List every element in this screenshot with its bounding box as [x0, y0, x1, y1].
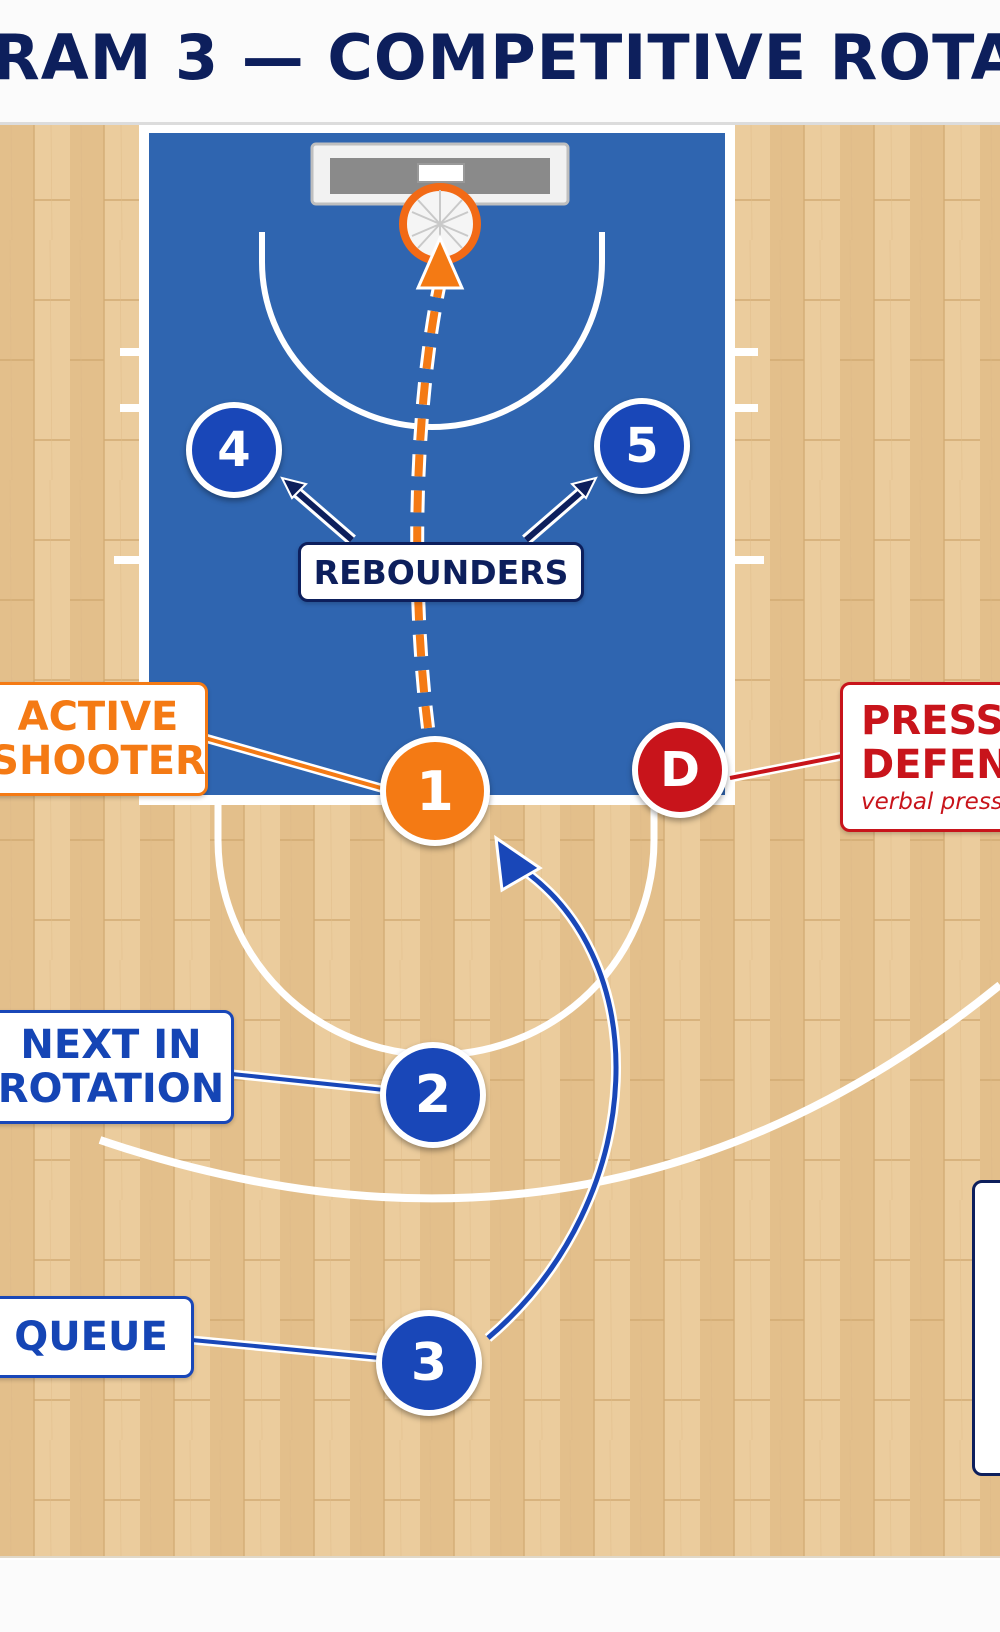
- restricted-arc: [259, 232, 605, 430]
- active-shooter-line1: ACTIVE: [17, 694, 179, 740]
- pressure-defender-label: PRESS DEFEN verbal press: [840, 682, 1000, 832]
- next-line2: ROTATION: [0, 1066, 225, 1112]
- lane-hash-marks: [114, 348, 764, 564]
- player-5-marker: 5: [594, 398, 690, 494]
- pressure-line1: PRESS: [861, 697, 1000, 744]
- title-bar: RAM 3 — COMPETITIVE ROTATION: [0, 0, 1000, 122]
- pressure-note: verbal press: [861, 788, 1000, 815]
- player-2-marker: 2: [380, 1042, 486, 1148]
- queue-label: QUEUE: [0, 1296, 194, 1378]
- legend-box: [972, 1180, 1000, 1476]
- queue-text: QUEUE: [14, 1314, 168, 1360]
- rotation-arrowhead: [494, 834, 543, 893]
- defender-marker: D: [632, 722, 728, 818]
- next-line1: NEXT IN: [20, 1022, 202, 1068]
- rebounders-text: REBOUNDERS: [313, 552, 569, 592]
- pressure-line2: DEFEN: [861, 741, 1000, 788]
- title-divider: [0, 122, 1000, 125]
- rebounder-arrows: [280, 476, 598, 545]
- next-in-rotation-label: NEXT IN ROTATION: [0, 1010, 234, 1124]
- shot-arrowhead: [415, 234, 465, 290]
- player-4-marker: 4: [186, 402, 282, 498]
- page-title: RAM 3 — COMPETITIVE ROTATION: [0, 21, 1000, 94]
- player-1-marker: 1: [380, 736, 490, 846]
- three-point-arc: [98, 981, 1000, 1203]
- active-shooter-label: ACTIVE SHOOTER: [0, 682, 208, 796]
- active-shooter-line2: SHOOTER: [0, 738, 206, 784]
- footer: [0, 1560, 1000, 1632]
- footer-divider: [0, 1556, 1000, 1558]
- rebounders-label: REBOUNDERS: [298, 542, 584, 602]
- player-3-marker: 3: [376, 1310, 482, 1416]
